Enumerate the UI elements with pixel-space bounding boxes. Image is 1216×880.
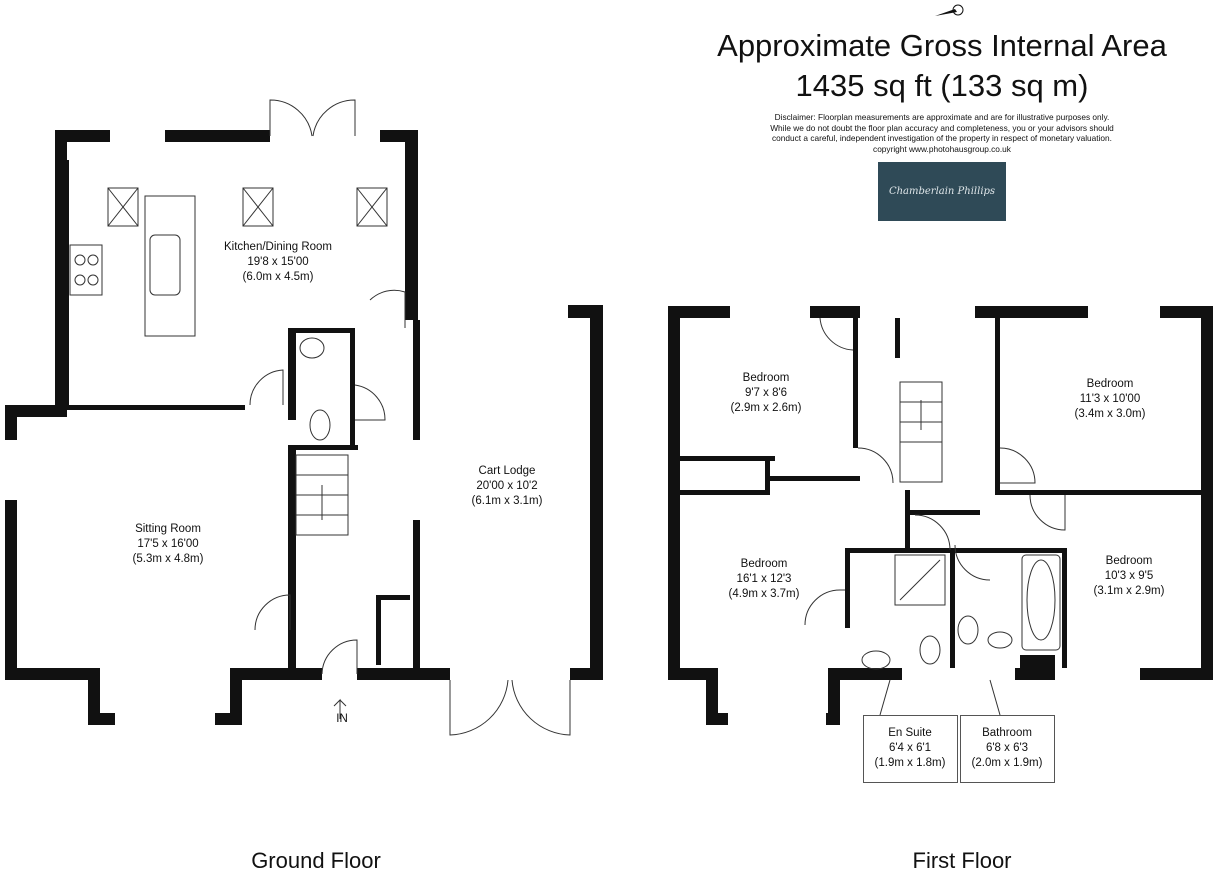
ground-floor-label: Ground Floor xyxy=(251,848,381,873)
entrance-label: IN xyxy=(336,713,348,725)
first-floor-label: First Floor xyxy=(912,848,1012,873)
compass-icon xyxy=(935,4,964,16)
disclaimer-line: conduct a careful, independent investiga… xyxy=(772,133,1112,143)
disclaimer: Disclaimer: Floorplan measurements are a… xyxy=(770,112,1114,154)
logo-text: Chamberlain Phillips xyxy=(888,186,996,197)
disclaimer-line: copyright www.photohausgroup.co.uk xyxy=(873,143,1011,154)
first-floor-walls xyxy=(668,306,1213,725)
area-value: 1435 sq ft (133 sq m) xyxy=(795,68,1089,103)
disclaimer-line: Disclaimer: Floorplan measurements are a… xyxy=(774,112,1110,122)
area-title: Approximate Gross Internal Area xyxy=(717,28,1167,63)
ground-floor-walls xyxy=(5,130,603,725)
agency-logo: Chamberlain Phillips xyxy=(878,162,1006,221)
first-floor-fixtures xyxy=(804,317,1066,716)
disclaimer-line: While we do not doubt the floor plan acc… xyxy=(770,122,1114,133)
ground-floor-fixtures xyxy=(69,99,571,736)
